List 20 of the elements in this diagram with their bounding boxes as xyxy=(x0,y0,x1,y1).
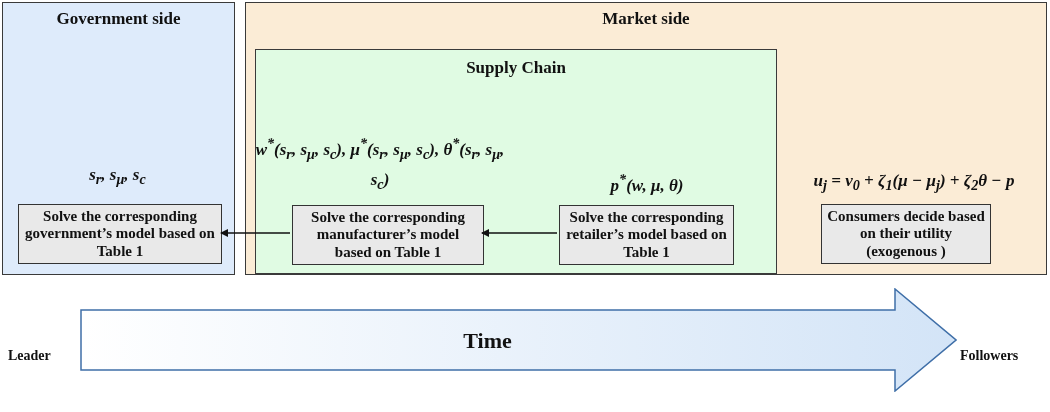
arrow xyxy=(481,229,558,237)
timeline-arrow xyxy=(80,288,957,392)
region-panel xyxy=(255,49,777,274)
formula: w$^{*}$(s$_{r}$, s$_{μ}$, s$_{c}$), μ$^{*}$(s$_{r}$, s$_{μ}$, s$_{c}$), θ$^{*}$(s$_{r}$, s$_{μ}$, s$_{c}$) xyxy=(254,134,506,195)
process-box: Solve the corresponding retailer’s model based on Table 1 xyxy=(559,205,734,265)
time-label: Time xyxy=(462,328,513,354)
panel-title: Supply Chain xyxy=(465,58,567,78)
process-box: Solve the corresponding government’s model based on Table 1 xyxy=(18,204,222,264)
formula: s$_{r}$, s$_{μ}$, s$_{c}$ xyxy=(88,163,147,190)
region-panel xyxy=(245,2,1047,275)
process-box: Solve the corresponding manufacturer’s model based on Table 1 xyxy=(292,205,484,265)
panel-title: Government side xyxy=(55,9,182,29)
stage-label: Followers xyxy=(960,348,1020,364)
formula: u$_{j}$ = v$_{0}$ + ζ$_{1}$(μ − μ$_{j}$) + ζ$_{2}$θ − p xyxy=(812,169,1016,196)
panel-title: Market side xyxy=(601,9,691,29)
formula: p$^{*}$(w, μ, θ) xyxy=(608,170,685,197)
region-panel xyxy=(2,2,235,275)
stage-label: Leader xyxy=(8,348,52,364)
arrow xyxy=(220,229,291,237)
process-box: Consumers decide based on their utility (exogenous ) xyxy=(821,204,991,264)
